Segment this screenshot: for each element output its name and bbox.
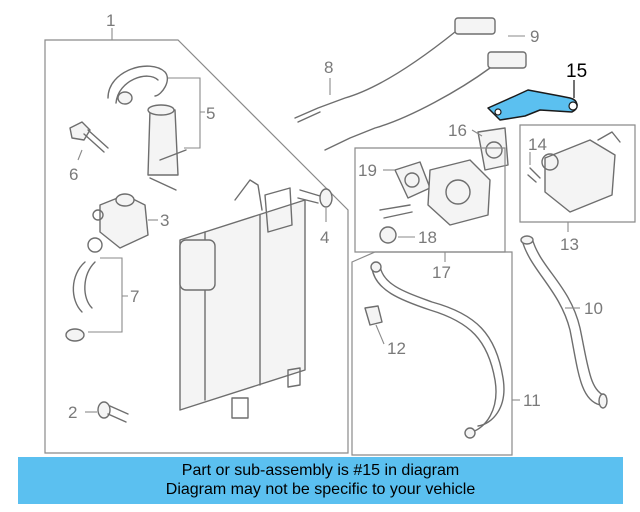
valve-14 xyxy=(527,167,541,183)
callout-9[interactable]: 9 xyxy=(530,27,539,46)
thermostat-housing xyxy=(541,131,621,213)
banner-line-1: Part or sub-assembly is #15 in diagram xyxy=(181,462,460,479)
info-banner: Part or sub-assembly is #15 in diagram D… xyxy=(18,457,623,504)
callout-6[interactable]: 6 xyxy=(69,165,78,184)
callout-12[interactable]: 12 xyxy=(387,339,406,358)
callout-15[interactable]: 15 xyxy=(566,61,587,82)
sensor-9 xyxy=(324,51,527,151)
callout-10[interactable]: 10 xyxy=(584,299,603,318)
gasket-19 xyxy=(394,161,431,199)
parts-diagram: 1 5 6 3 7 xyxy=(44,11,636,456)
valve-3 xyxy=(87,193,149,253)
sensor-8 xyxy=(294,17,496,123)
callout-1[interactable]: 1 xyxy=(106,11,115,30)
callout-13[interactable]: 13 xyxy=(560,235,579,254)
pipe-18 xyxy=(379,204,413,244)
group-1-outline xyxy=(44,28,349,454)
gasket-16 xyxy=(477,127,509,171)
callout-2[interactable]: 2 xyxy=(68,403,77,422)
callout-14[interactable]: 14 xyxy=(528,135,547,154)
callout-16[interactable]: 16 xyxy=(448,121,467,140)
callout-8[interactable]: 8 xyxy=(324,58,333,77)
canister xyxy=(179,179,306,419)
callout-11[interactable]: 11 xyxy=(523,391,541,410)
callout-17[interactable]: 17 xyxy=(432,263,451,282)
banner-line-2: Diagram may not be specific to your vehi… xyxy=(165,481,476,498)
group-11-outline xyxy=(351,251,520,456)
callout-3[interactable]: 3 xyxy=(160,211,169,230)
callout-7[interactable]: 7 xyxy=(130,287,139,306)
hose-10 xyxy=(520,235,608,409)
pipe-11 xyxy=(370,261,505,439)
callout-5[interactable]: 5 xyxy=(206,104,215,123)
egr-valve xyxy=(427,159,491,226)
hose-7 xyxy=(65,261,96,342)
callout-4[interactable]: 4 xyxy=(320,228,329,247)
bolt-6 xyxy=(69,121,109,153)
bracket-15[interactable] xyxy=(487,89,578,121)
bolt-2 xyxy=(97,401,129,423)
bracket-12 xyxy=(364,305,383,326)
hose-5 xyxy=(107,65,187,191)
callout-18[interactable]: 18 xyxy=(418,228,437,247)
callout-19[interactable]: 19 xyxy=(358,161,377,180)
bolt-4 xyxy=(297,188,333,208)
group-13-outline xyxy=(519,124,636,232)
